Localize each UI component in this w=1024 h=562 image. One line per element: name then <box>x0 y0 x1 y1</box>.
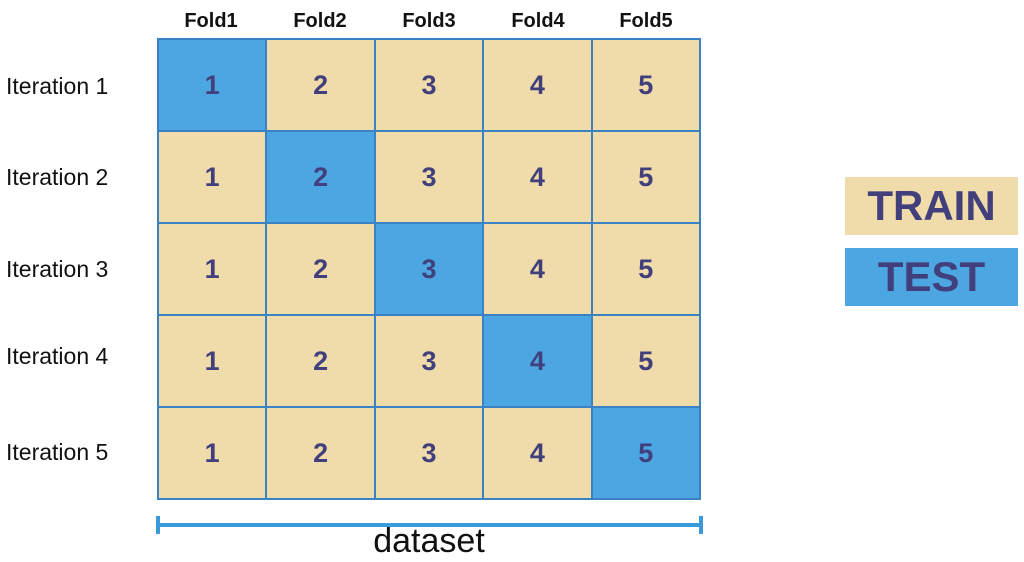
train-fold-cell: 4 <box>484 408 591 498</box>
train-fold-cell: 2 <box>267 40 374 130</box>
train-fold-cell: 4 <box>484 132 591 222</box>
train-fold-cell: 1 <box>159 316 266 406</box>
dataset-label: dataset <box>373 522 485 560</box>
fold-header-5: Fold5 <box>619 10 673 32</box>
train-fold-cell: 5 <box>592 316 699 406</box>
train-fold-cell: 4 <box>484 40 591 130</box>
iteration-label-1: Iteration 1 <box>6 73 109 99</box>
dataset-bracket <box>156 516 703 534</box>
test-fold-cell: 5 <box>592 408 699 498</box>
test-fold-cell: 4 <box>484 316 591 406</box>
train-fold-cell: 5 <box>592 224 699 314</box>
train-fold-cell: 3 <box>375 40 483 130</box>
train-fold-cell: 1 <box>159 224 266 314</box>
fold-header-4: Fold4 <box>511 10 565 32</box>
train-fold-cell: 1 <box>159 408 266 498</box>
fold-header-1: Fold1 <box>184 10 238 32</box>
train-fold-cell: 5 <box>592 40 699 130</box>
train-fold-cell: 5 <box>592 132 699 222</box>
legend-test: TEST <box>845 248 1018 306</box>
legend-train: TRAIN <box>845 177 1018 235</box>
train-fold-cell: 3 <box>375 132 483 222</box>
iteration-label-2: Iteration 2 <box>6 164 109 190</box>
iteration-label-5: Iteration 5 <box>6 439 109 465</box>
test-fold-cell: 1 <box>159 40 266 130</box>
fold-header-2: Fold2 <box>293 10 347 32</box>
train-fold-cell: 4 <box>484 224 591 314</box>
train-fold-cell: 2 <box>267 408 374 498</box>
train-fold-cell: 1 <box>159 132 266 222</box>
fold-header-3: Fold3 <box>402 10 456 32</box>
train-fold-cell: 2 <box>267 316 374 406</box>
train-fold-cell: 3 <box>375 408 483 498</box>
train-fold-cell: 2 <box>267 224 374 314</box>
test-fold-cell: 2 <box>267 132 374 222</box>
test-fold-cell: 3 <box>375 224 483 314</box>
iteration-label-3: Iteration 3 <box>6 256 109 282</box>
train-fold-cell: 3 <box>375 316 483 406</box>
iteration-label-4: Iteration 4 <box>6 343 109 369</box>
